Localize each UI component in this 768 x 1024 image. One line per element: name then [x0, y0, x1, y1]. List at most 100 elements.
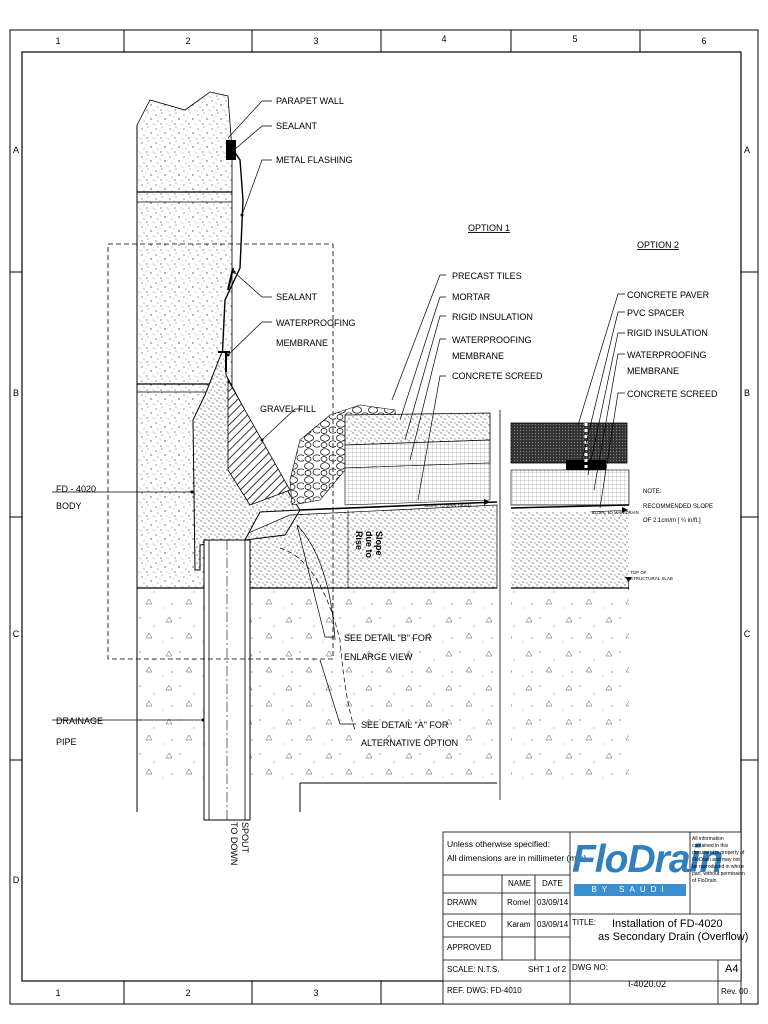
leader-lines: [52, 100, 625, 725]
option2-layers: [510, 422, 630, 509]
option2-title: OPTION 2: [637, 240, 679, 250]
option1-item: MEMBRANE: [452, 351, 504, 361]
approved-label: APPROVED: [447, 943, 492, 952]
row-label: C: [13, 629, 20, 639]
drain-hatched-wedge: [227, 378, 291, 506]
row-label: C: [744, 629, 751, 639]
label-sealant-mid: SEALANT: [276, 292, 318, 302]
checked-label: CHECKED: [447, 920, 487, 929]
label-rise: Rise: [354, 531, 364, 550]
option1-item: MORTAR: [452, 292, 491, 302]
col-label: 3: [313, 36, 318, 46]
detail-a-callout: [279, 547, 356, 731]
col-label: 3: [313, 988, 318, 998]
slope-label-opt1: SLOPE TO MAIN DRAIN: [424, 503, 471, 508]
dwg-no: I-4020.02: [628, 979, 667, 989]
col-label: 2: [185, 988, 190, 998]
col-date: DATE: [542, 879, 563, 888]
top-slab-label-2: STRUCTURAL SLAB: [630, 576, 673, 581]
drawn-label: DRAWN: [447, 898, 477, 907]
notice-text: part, without permission: [692, 871, 745, 877]
row-label: D: [13, 875, 20, 885]
ref-dwg: REF. DWG: FD-4010: [447, 986, 522, 995]
label-drainage-pipe-2: PIPE: [56, 737, 77, 747]
slope-arrows: SLOPE TO MAIN DRAIN SLOPE TO MAIN DRAIN: [419, 499, 639, 590]
title-label: TITLE:: [572, 918, 597, 927]
grid-labels: 1 2 3 4 5 6 1 2 3 A B C D A B C: [13, 34, 751, 998]
notice-text: document is property of: [692, 850, 745, 856]
option1-title: OPTION 1: [468, 223, 510, 233]
option1-item: RIGID INSULATION: [452, 312, 533, 322]
col-name: NAME: [508, 879, 532, 888]
col-label: 2: [185, 36, 190, 46]
option2-item: MEMBRANE: [627, 366, 679, 376]
dwg-no-label: DWG NO:: [572, 963, 608, 972]
scale: SCALE: N.T.S.: [447, 965, 500, 974]
metal-flashing: [221, 147, 244, 363]
sheet-frame: [9, 29, 759, 1005]
drawn-name: Romel: [507, 898, 531, 907]
note-label: NOTE:: [643, 489, 662, 495]
drawn-date: 03/09/14: [537, 898, 569, 907]
top-slab-label: TOP OF: [630, 570, 647, 575]
callout-labels: PARAPET WALL SEALANT METAL FLASHING SEAL…: [56, 96, 718, 865]
notice-text: contained in this: [692, 843, 729, 849]
note-text: RECOMMENDED SLOPE: [643, 504, 713, 510]
drainage-pipe: [203, 539, 251, 821]
notice-text: be reproduced in whole: [692, 864, 744, 870]
col-label: 4: [441, 34, 446, 44]
title-block-frame: [442, 831, 742, 1005]
drawing-title: Installation of FD-4020: [612, 918, 723, 930]
notice-text: of FloDrain.: [692, 878, 718, 884]
label-rise-3: Slope: [374, 531, 384, 556]
label-fd-body-2: BODY: [56, 501, 82, 511]
label-detail-b: SEE DETAIL "B" FOR: [344, 633, 432, 643]
col-label: 1: [55, 988, 60, 998]
option2-item: RIGID INSULATION: [627, 328, 708, 338]
label-parapet-wall: PARAPET WALL: [276, 96, 344, 106]
option1-item: CONCRETE SCREED: [452, 371, 543, 381]
flodrain-logo: FloDrain: [572, 838, 723, 881]
structural-slab: [137, 588, 497, 783]
checked-date: 03/09/14: [537, 920, 569, 929]
col-label: 6: [701, 36, 706, 46]
row-label: A: [744, 145, 750, 155]
option2-item: CONCRETE SCREED: [627, 389, 718, 399]
section-drawing: [107, 91, 630, 821]
label-waterproofing: WATERPROOFING: [276, 318, 356, 328]
row-label: B: [13, 388, 19, 398]
option2-item: CONCRETE PAVER: [627, 290, 710, 300]
notice-text: All information: [692, 836, 724, 842]
structural-slab-opt2: [511, 588, 629, 783]
label-gravel-fill: GRAVEL FILL: [260, 404, 316, 414]
label-sealant-top: SEALANT: [276, 121, 318, 131]
spec-note-2: All dimensions are in millimeter (mm): [447, 853, 587, 863]
label-fd-body: FD - 4020: [56, 484, 96, 494]
leader-dots: [190, 213, 264, 722]
revision: Rev. 00: [721, 987, 748, 996]
label-to-down-spout: TO DOWN: [229, 822, 239, 865]
row-label: B: [744, 388, 750, 398]
drawing-title-2: as Secondary Drain (Overflow): [598, 931, 749, 943]
col-label: 5: [572, 34, 577, 44]
label-drainage-pipe: DRAINAGE: [56, 716, 103, 726]
row-label: A: [13, 145, 19, 155]
label-membrane: MEMBRANE: [276, 338, 328, 348]
sheet-size: A4: [725, 963, 739, 975]
note-text-2: OF 2.1cm/m [ ¼ in/ft.]: [643, 518, 701, 524]
label-detail-a: SEE DETAIL "A" FOR: [361, 720, 449, 730]
option2-item: PVC SPACER: [627, 308, 685, 318]
label-detail-b-2: ENLARGE VIEW: [344, 652, 413, 662]
spec-note: Unless otherwise specified:: [447, 839, 550, 849]
label-metal-flashing: METAL FLASHING: [276, 155, 353, 165]
label-detail-a-2: ALTERNATIVE OPTION: [361, 738, 458, 748]
flodrain-logo-sub: BY SAUDI CAST: [574, 884, 686, 906]
option1-item: PRECAST TILES: [452, 271, 522, 281]
label-to-down-spout-2: SPOUT: [240, 822, 250, 854]
sheet-number: SHT 1 of 2: [528, 965, 567, 974]
detail-b-box: [107, 243, 334, 660]
slope-label-opt2: SLOPE TO MAIN DRAIN: [592, 510, 639, 515]
col-label: 1: [55, 36, 60, 46]
option2-item: WATERPROOFING: [627, 350, 707, 360]
